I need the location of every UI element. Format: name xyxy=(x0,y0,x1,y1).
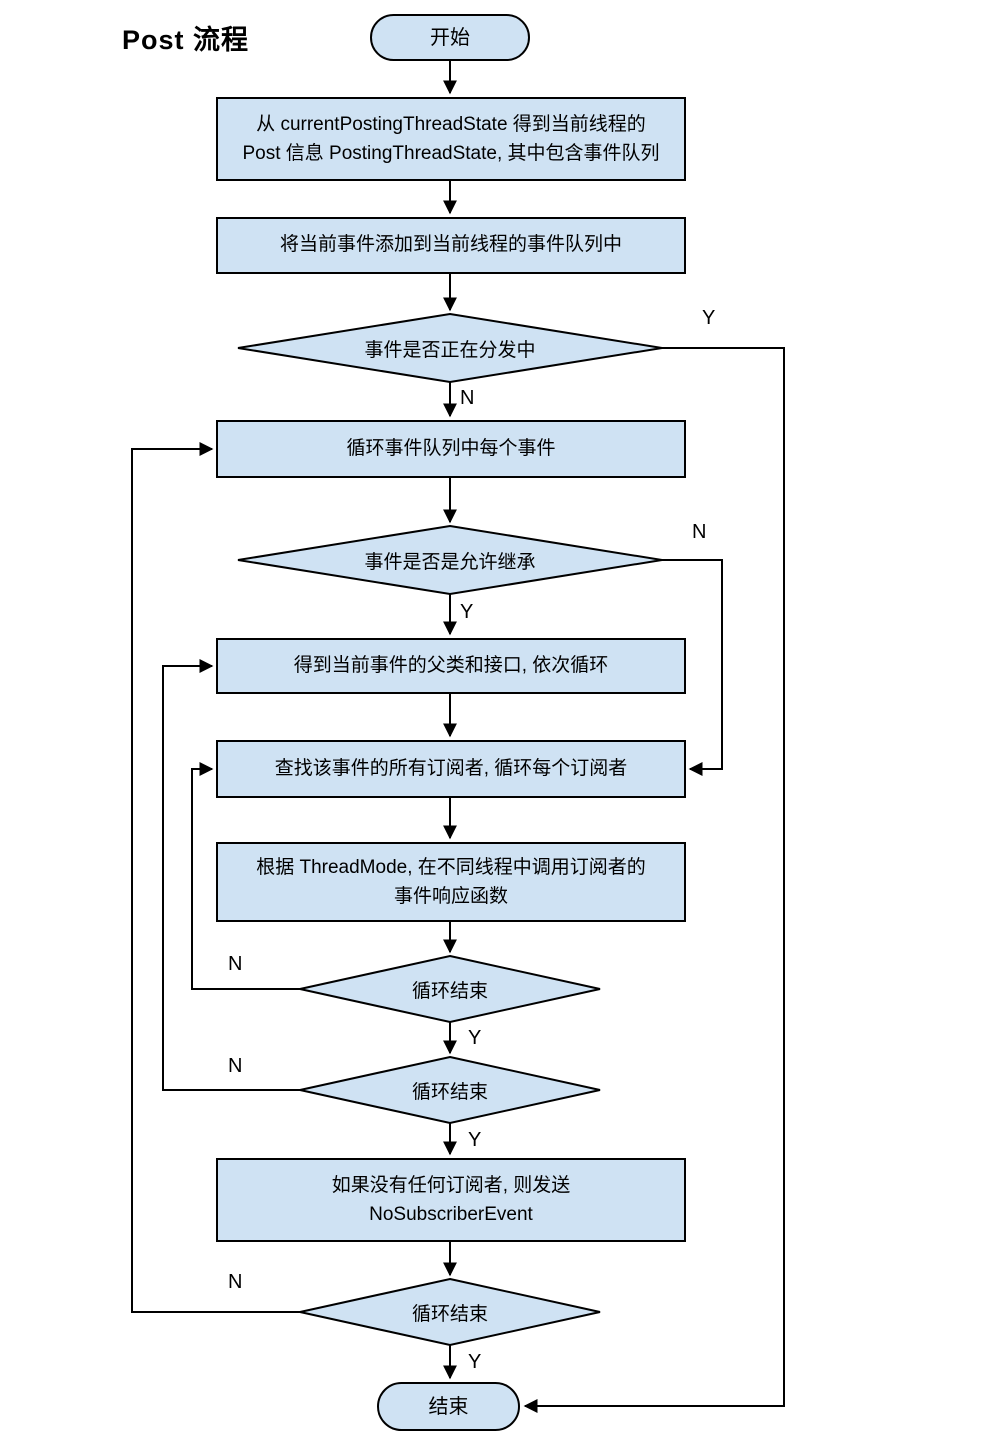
process-find-subscribers-label: 查找该事件的所有订阅者, 循环每个订阅者 xyxy=(274,757,628,779)
connector-inherit-no-to-findsubs xyxy=(662,559,723,776)
decision-allow-inheritance-shape xyxy=(237,524,663,596)
branch-label-subscriber-loop-yes: Y xyxy=(468,1027,482,1049)
process-get-posting-thread-state-line2: Post 信息 PostingThreadState, 其中包含事件队列 xyxy=(242,143,660,164)
terminator-end-label: 结束 xyxy=(428,1395,469,1418)
process-loop-event-queue-label: 循环事件队列中每个事件 xyxy=(346,437,556,459)
process-get-posting-thread-state: 从 currentPostingThreadState 得到当前线程的 Post… xyxy=(216,97,686,181)
decision-parent-loop-end-label: 循环结束 xyxy=(411,1081,488,1103)
branch-label-subscriber-loop-no: N xyxy=(228,953,243,975)
process-get-parent-classes-label: 得到当前事件的父类和接口, 依次循环 xyxy=(293,654,609,676)
process-invoke-by-threadmode: 根据 ThreadMode, 在不同线程中调用订阅者的 事件响应函数 xyxy=(216,842,686,922)
terminator-start: 开始 xyxy=(370,14,530,61)
process-send-nosubscriberevent-line2: NoSubscriberEvent xyxy=(369,1204,533,1225)
process-invoke-by-threadmode-line2: 事件响应函数 xyxy=(393,886,508,907)
process-add-event-to-queue-label: 将当前事件添加到当前线程的事件队列中 xyxy=(279,234,622,256)
branch-label-dispatching-no: N xyxy=(460,387,475,409)
branch-label-dispatching-yes: Y xyxy=(702,307,716,329)
decision-is-dispatching-label: 事件是否正在分发中 xyxy=(364,339,536,361)
process-invoke-by-threadmode-line1: 根据 ThreadMode, 在不同线程中调用订阅者的 xyxy=(256,856,646,878)
branch-label-queue-loop-no: N xyxy=(228,1271,243,1293)
decision-allow-inheritance-label: 事件是否是允许继承 xyxy=(364,551,536,573)
branch-label-parent-loop-no: N xyxy=(228,1055,243,1077)
connector-subloop-no-to-findsubs xyxy=(191,762,300,990)
terminator-start-label: 开始 xyxy=(430,26,470,49)
decision-parent-loop-end-shape xyxy=(299,1055,601,1125)
process-send-nosubscriberevent: 如果没有任何订阅者, 则发送 NoSubscriberEvent xyxy=(216,1158,686,1242)
decision-queue-loop-end-label: 循环结束 xyxy=(411,1303,488,1325)
branch-label-queue-loop-yes: Y xyxy=(468,1351,482,1373)
decision-queue-loop-end-shape xyxy=(299,1277,601,1347)
terminator-end: 结束 xyxy=(377,1382,520,1431)
process-add-event-to-queue: 将当前事件添加到当前线程的事件队列中 xyxy=(216,217,686,274)
process-find-subscribers: 查找该事件的所有订阅者, 循环每个订阅者 xyxy=(216,740,686,798)
connector-parentloop-no-to-getparents xyxy=(162,659,300,1091)
process-get-posting-thread-state-line1: 从 currentPostingThreadState 得到当前线程的 xyxy=(256,113,646,135)
connector-queueloop-no-to-loopqueue xyxy=(131,442,300,1313)
page-title: Post 流程 xyxy=(122,25,250,55)
decision-subscriber-loop-end-label: 循环结束 xyxy=(411,980,488,1002)
process-loop-event-queue: 循环事件队列中每个事件 xyxy=(216,420,686,478)
branch-label-inheritance-yes: Y xyxy=(460,601,474,623)
decision-is-dispatching-shape xyxy=(237,312,663,384)
process-get-parent-classes: 得到当前事件的父类和接口, 依次循环 xyxy=(216,638,686,694)
decision-subscriber-loop-end-shape xyxy=(299,954,601,1024)
branch-label-inheritance-no: N xyxy=(692,521,707,543)
process-send-nosubscriberevent-line1: 如果没有任何订阅者, 则发送 xyxy=(331,1174,571,1196)
branch-label-parent-loop-yes: Y xyxy=(468,1129,482,1151)
connector-dispatching-yes-to-end xyxy=(523,347,785,1413)
